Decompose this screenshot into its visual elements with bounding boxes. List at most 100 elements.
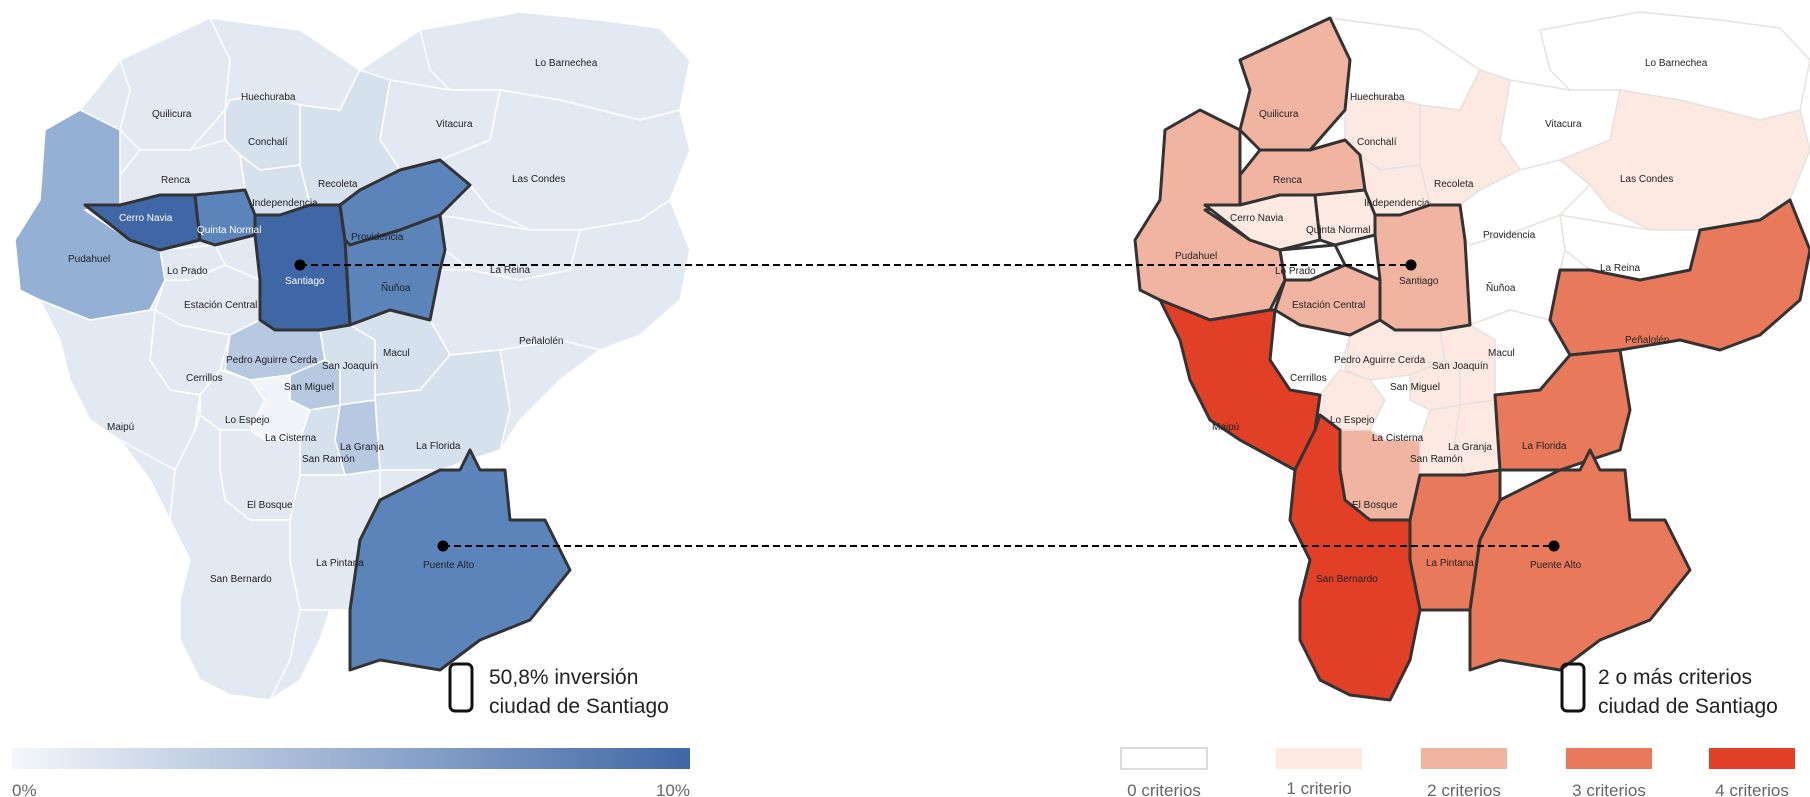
left-muni-la-florida [374,349,511,471]
left-label-quilicura: Quilicura [152,109,192,120]
right-label-providencia: Providencia [1483,230,1536,241]
right-criteria-map [1133,11,1810,702]
left-muni-maipu [39,299,201,471]
right-label-santiago: Santiago [1399,276,1439,287]
connector-puente-alto-left-dot [437,540,449,552]
right-label-san-ramon: San Ramón [1410,454,1463,465]
right-note-outline-icon [1560,662,1586,713]
right-muni-quilicura [1238,16,1352,152]
right-legend-label-4: 4 criterios [1715,781,1789,797]
right-label-san-joaquin: San Joaquín [1432,361,1488,372]
left-muni-san-bernardo [169,414,301,701]
right-label-huechuraba: Huechuraba [1350,92,1405,103]
left-label-la-reina: La Reina [490,265,530,276]
right-label-la-florida: La Florida [1522,441,1567,452]
right-legend-label-2: 2 criterios [1427,781,1501,797]
right-muni-santiago [1373,203,1472,332]
left-muni-quinta-normal [193,188,257,247]
connector-puente-alto-right-dot [1548,540,1560,552]
connector-santiago-right-dot [1405,259,1417,271]
left-label-lo-espejo: Lo Espejo [225,415,270,426]
left-label-san-miguel: San Miguel [284,382,334,393]
left-muni-puente-alto [348,448,572,672]
left-label-la-cisterna: La Cisterna [265,433,317,444]
right-label-pudahuel: Pudahuel [1175,251,1217,262]
right-label-san-miguel: San Miguel [1390,382,1440,393]
left-label-maipu: Maipú [107,422,134,433]
left-label-estacion-central: Estación Central [184,300,257,311]
left-label-cerro-navia: Cerro Navia [119,213,173,224]
right-muni-san-bernardo [1288,413,1422,702]
right-legend-swatch-3 [1566,748,1652,769]
left-label-lo-barnechea: Lo Barnechea [535,58,598,69]
right-label-macul: Macul [1488,348,1515,359]
right-label-puente-alto: Puente Alto [1530,560,1582,571]
left-label-cerrillos: Cerrillos [186,373,223,384]
right-map-labels: Lo Barnechea Quilicura Huechuraba Concha… [1175,58,1708,585]
right-label-estacion-central: Estación Central [1292,300,1365,311]
right-label-independencia: Independencia [1364,198,1430,209]
right-label-cerro-navia: Cerro Navia [1230,213,1284,224]
left-label-lo-prado: Lo Prado [167,266,208,277]
left-label-san-ramon: San Ramón [302,454,355,465]
right-label-maipu: Maipú [1212,422,1239,433]
left-label-vitacura: Vitacura [436,119,473,130]
right-label-la-pintana: La Pintana [1426,558,1474,569]
right-label-nunoa: Ñuñoa [1486,281,1516,294]
left-label-la-florida: La Florida [416,441,461,452]
right-label-recoleta: Recoleta [1434,179,1474,190]
left-label-san-bernardo: San Bernardo [210,574,272,585]
left-legend-max-label: 10% [656,781,690,797]
right-label-pedro-aguirre-cerda: Pedro Aguirre Cerda [1334,355,1426,366]
left-label-quinta-normal: Quinta Normal [197,225,261,236]
left-label-santiago: Santiago [285,276,325,287]
right-label-la-cisterna: La Cisterna [1372,433,1424,444]
left-label-la-pintana: La Pintana [316,558,364,569]
right-label-penalolen: Peñalolén [1625,335,1669,346]
right-muni-lo-prado [1278,243,1347,282]
left-label-independencia: Independencia [252,198,318,209]
right-note-line2: ciudad de Santiago [1598,695,1778,718]
right-label-lo-barnechea: Lo Barnechea [1645,58,1708,69]
map-connectors [294,259,1560,552]
right-label-cerrillos: Cerrillos [1290,373,1327,384]
left-note-line2: ciudad de Santiago [489,695,669,718]
left-label-pedro-aguirre-cerda: Pedro Aguirre Cerda [226,355,318,366]
left-label-pudahuel: Pudahuel [68,254,110,265]
left-label-la-granja: La Granja [340,442,384,453]
left-label-san-joaquin: San Joaquín [322,361,378,372]
connector-santiago-left-dot [294,259,306,271]
right-legend-swatch-0 [1120,747,1208,770]
right-label-renca: Renca [1273,175,1302,186]
right-label-el-bosque: El Bosque [1352,500,1398,511]
left-legend-min-label: 0% [12,781,37,797]
left-label-huechuraba: Huechuraba [241,92,296,103]
right-legend-swatch-4 [1709,748,1795,769]
right-label-la-granja: La Granja [1448,442,1492,453]
right-label-quilicura: Quilicura [1259,109,1299,120]
left-label-providencia: Providencia [351,232,404,243]
right-label-quinta-normal: Quinta Normal [1306,225,1370,236]
right-legend-label-3: 3 criterios [1572,781,1646,797]
left-label-las-condes: Las Condes [512,174,565,185]
right-note-line1: 2 o más criterios [1598,666,1752,689]
right-legend-label-1: 1 criterio [1286,779,1351,797]
left-label-conchali: Conchalí [248,137,288,148]
right-label-vitacura: Vitacura [1545,119,1582,130]
right-legend: 0 criterios 1 criterio 2 criterios 3 cri… [1120,747,1795,797]
right-label-lo-espejo: Lo Espejo [1330,415,1375,426]
left-note-line1: 50,8% inversión [489,666,638,689]
right-legend-label-0: 0 criterios [1127,781,1201,797]
left-label-nunoa: Ñuñoa [381,281,411,294]
left-label-penalolen: Peñalolén [519,336,563,347]
left-investment-map [14,11,691,701]
left-note-outline-icon [448,662,474,713]
right-label-las-condes: Las Condes [1620,174,1673,185]
left-label-macul: Macul [383,348,410,359]
right-legend-swatch-1 [1276,748,1362,769]
left-legend-gradient-bar [12,748,690,769]
right-legend-swatch-2 [1421,748,1507,769]
right-muni-maipu [1158,298,1322,472]
right-muni-puente-alto [1468,448,1692,672]
